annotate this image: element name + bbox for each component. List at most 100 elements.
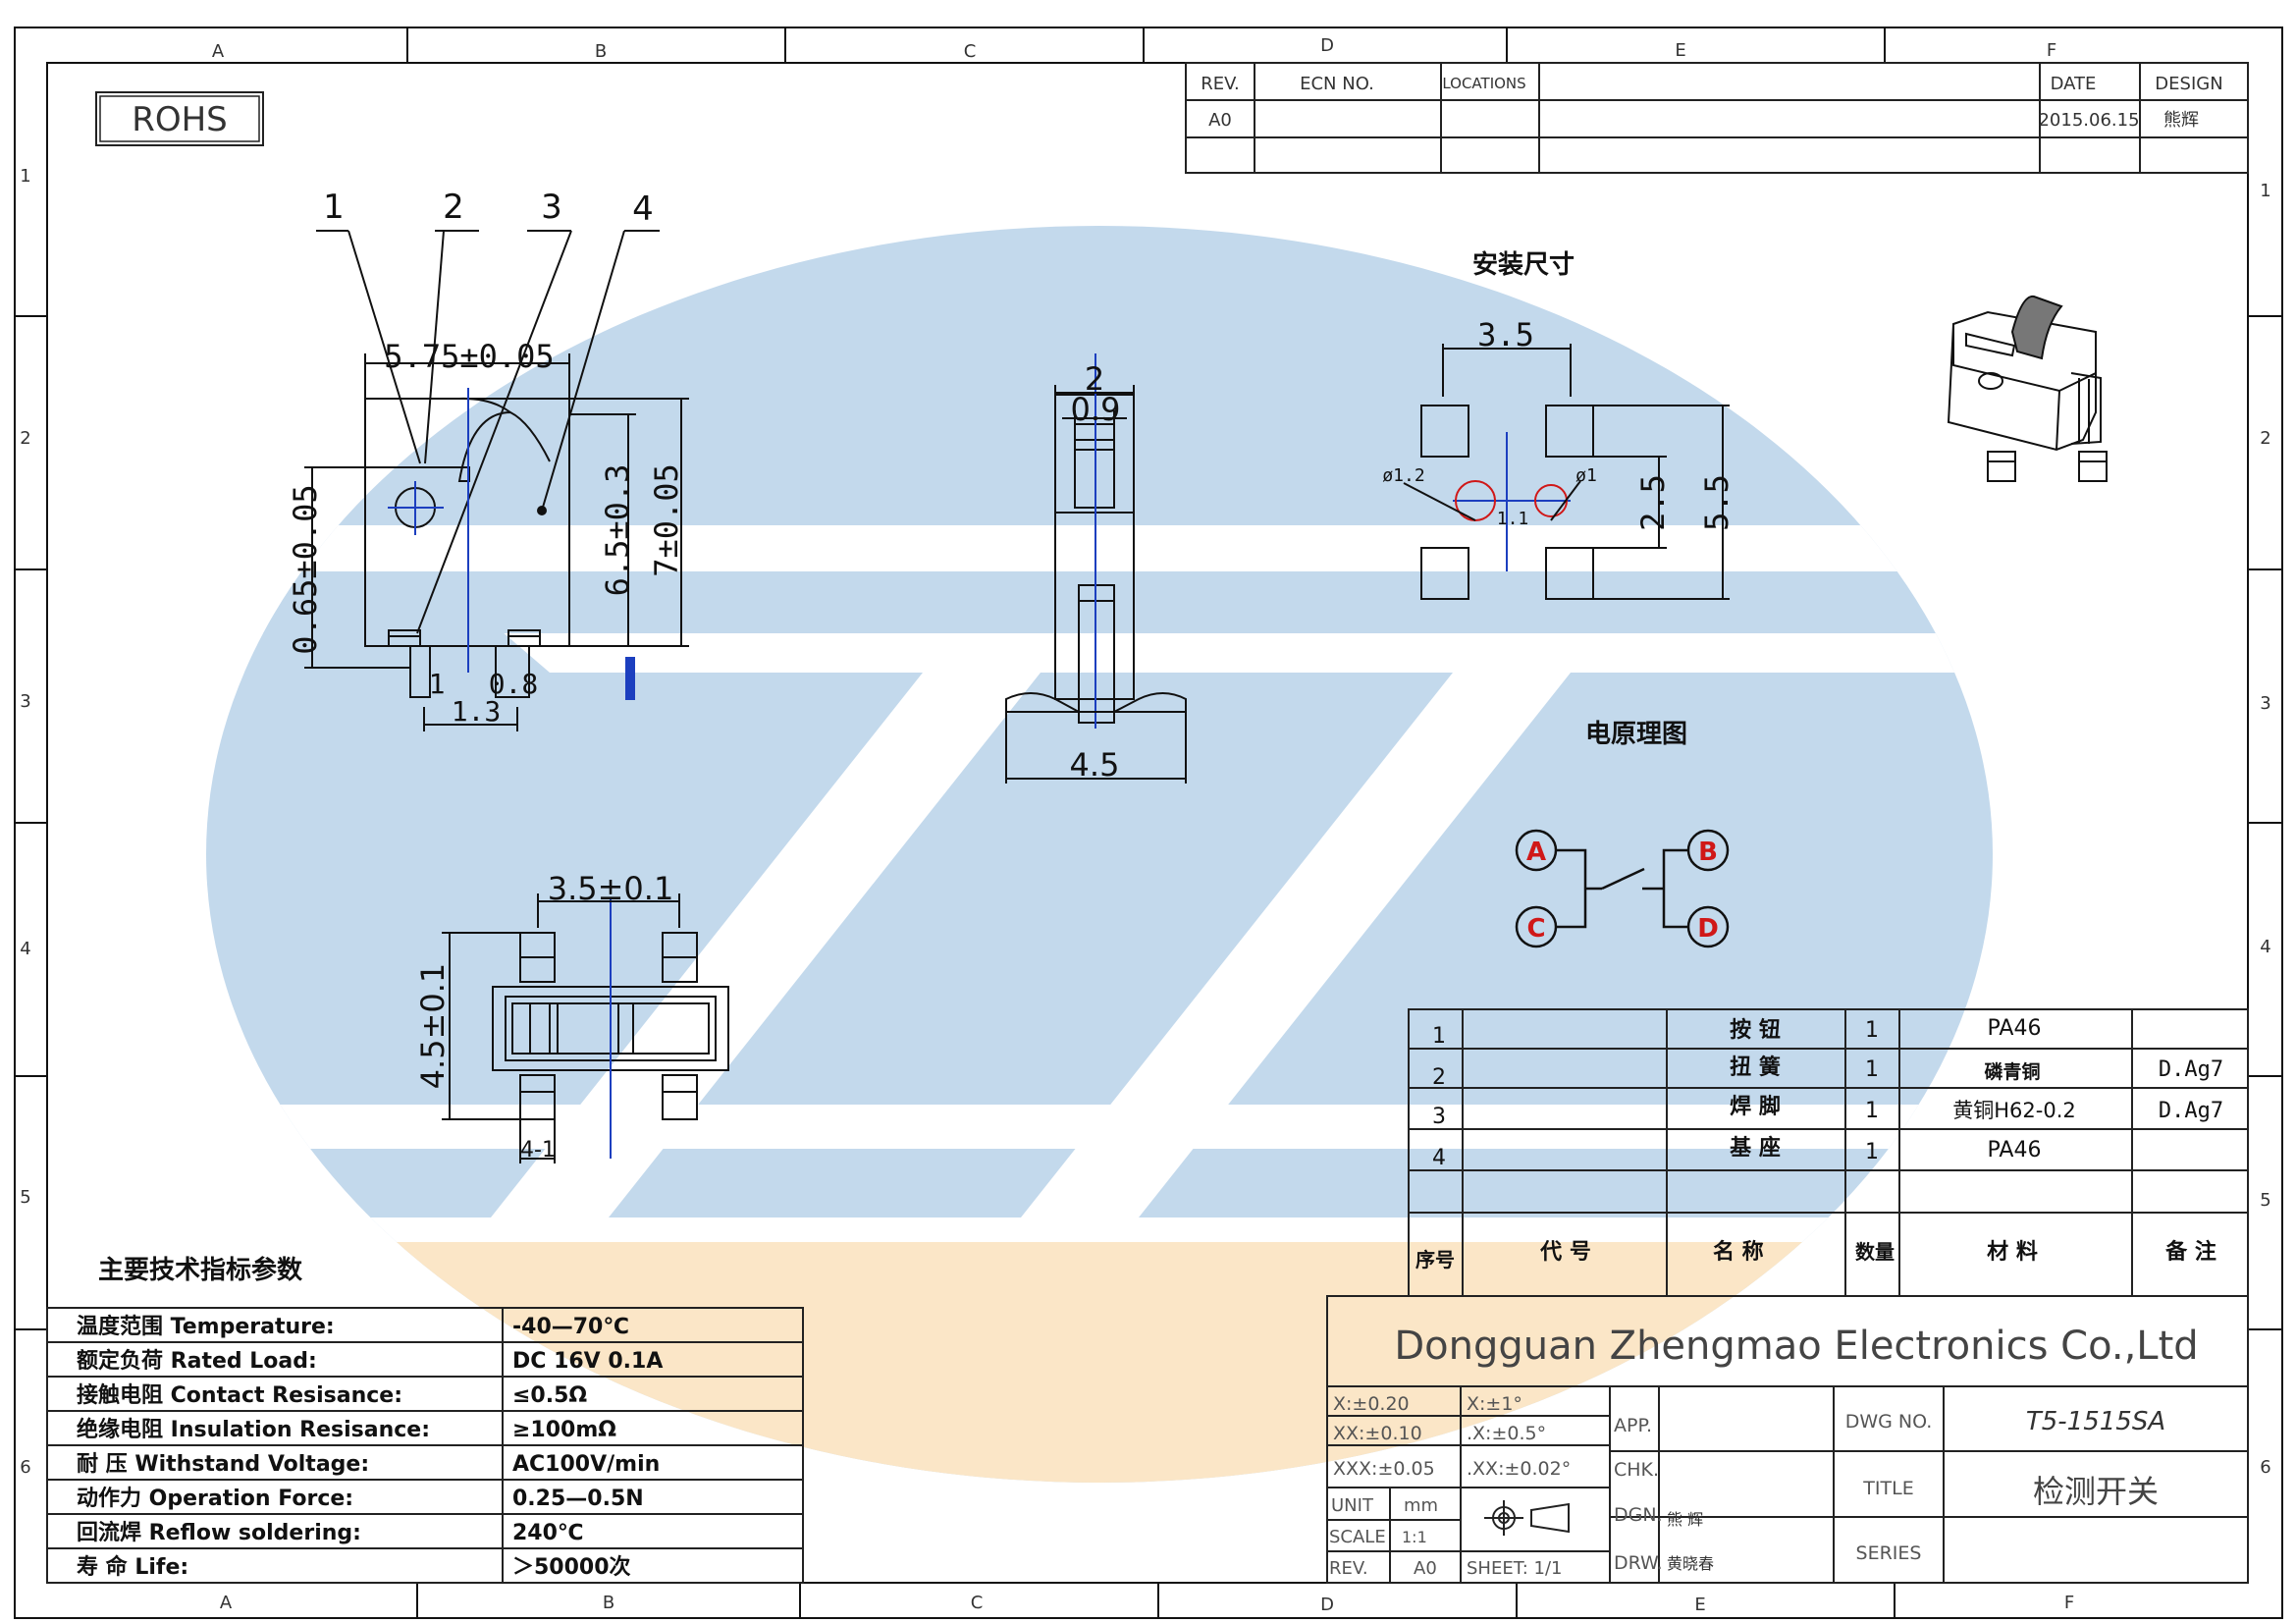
terminal-a: A <box>1526 838 1546 867</box>
spec-value: DC 16V 0.1A <box>512 1349 663 1374</box>
callout-leaders <box>316 230 660 634</box>
unit-label: UNIT <box>1331 1495 1374 1516</box>
callout-3: 3 <box>541 188 562 227</box>
callout-4: 4 <box>632 189 654 229</box>
bom-material: 磷青铜 <box>1984 1060 2040 1083</box>
bom-name: 按 钮 <box>1730 1017 1781 1043</box>
bom-material: 黄铜H62-0.2 <box>1952 1099 2076 1122</box>
callout-2: 2 <box>443 188 464 227</box>
bom-material: PA46 <box>1988 1016 2042 1041</box>
rev-value: A0 <box>1208 110 1232 131</box>
bom-no: 3 <box>1432 1105 1446 1129</box>
zone-col-label: A <box>212 41 225 62</box>
dim-height-left: 0.65±0.05 <box>287 484 324 654</box>
zone-col-label: F <box>2064 1593 2074 1613</box>
scale-label: SCALE <box>1329 1527 1386 1547</box>
iso-sketch <box>1947 295 2108 482</box>
bottom-view <box>442 893 729 1163</box>
drawing-title: 检测开关 <box>2033 1473 2159 1510</box>
spec-value: ＞50000次 <box>512 1554 631 1580</box>
bom-name: 焊 脚 <box>1730 1095 1781 1119</box>
zone-col-label: C <box>971 1593 984 1613</box>
design-header: DESIGN <box>2155 74 2222 94</box>
bom-name: 扭 簧 <box>1730 1055 1781 1080</box>
side-view <box>1005 353 1187 784</box>
bom-header-code: 代 号 <box>1539 1240 1591 1265</box>
title-label: TITLE <box>1862 1478 1913 1499</box>
dim-foot-gap: 0.8 <box>489 668 539 700</box>
tol-angle-1: X:±1° <box>1467 1393 1522 1415</box>
bom-header-name: 名 称 <box>1713 1239 1764 1265</box>
revision-table: REV. ECN NO. LOCATIONS DATE DESIGN A0 20… <box>1185 62 2249 174</box>
locations-header: LOCATIONS <box>1442 75 1525 92</box>
dgn-label: DGN. <box>1614 1504 1663 1526</box>
dim-height: 4.5±0.1 <box>414 963 452 1090</box>
spec-value: ≥100mΩ <box>512 1418 616 1442</box>
spec-value: 240℃ <box>512 1521 584 1545</box>
dim-pin-w: 0.9 <box>1071 391 1121 428</box>
bom-material: PA46 <box>1988 1138 2042 1163</box>
mount-dims: 安装尺寸 3.5 2.5 5.5 ø1.2 ø1 1.1 <box>1382 250 1735 531</box>
tol-xx: XX:±0.10 <box>1333 1423 1422 1444</box>
drw-label: DRW. <box>1614 1552 1663 1574</box>
bom-no: 1 <box>1432 1024 1446 1049</box>
zone-row-label: 1 <box>2260 181 2270 201</box>
bom-qty: 1 <box>1865 1099 1879 1123</box>
dim-base-w: 4.5 <box>1070 746 1120 784</box>
unit-value: mm <box>1404 1495 1438 1516</box>
dim-pitch: 3.5±0.1 <box>548 870 674 907</box>
bom-note: D.Ag7 <box>2159 1057 2223 1082</box>
bom-qty: 1 <box>1865 1018 1879 1043</box>
dim-hole-right: ø1 <box>1575 465 1597 486</box>
dwg-no: T5-1515SA <box>2026 1407 2165 1436</box>
side-view-dims: 2 0.9 4.5 <box>1070 360 1121 784</box>
sheet-count: SHEET: 1/1 <box>1467 1558 1562 1579</box>
spec-label: 额定负荷 Rated Load: <box>77 1348 317 1374</box>
spec-label: 耐 压 Withstand Voltage: <box>77 1452 369 1477</box>
zone-col-label: B <box>603 1593 614 1613</box>
bom-table: 1 按 钮 1 PA46 2 扭 簧 1 磷青铜 D.Ag7 3 焊 脚 1 黄… <box>1408 1008 2249 1297</box>
bom-header-note: 备 注 <box>2164 1239 2216 1265</box>
scale-value: 1:1 <box>1402 1528 1427 1546</box>
dim-height-right: 7±0.05 <box>648 463 685 577</box>
zone-row-label: 1 <box>20 166 30 187</box>
bom-header-no: 序号 <box>1415 1248 1455 1271</box>
dwg-no-label: DWG NO. <box>1845 1411 1933 1433</box>
spec-value: AC100V/min <box>512 1452 660 1477</box>
tol-x: X:±0.20 <box>1333 1393 1410 1415</box>
zone-row-label: 5 <box>20 1187 30 1208</box>
mount-footprint <box>1403 344 1730 600</box>
dim-width: 5.75±0.05 <box>384 338 554 375</box>
zone-row-label: 4 <box>2260 937 2270 957</box>
zone-row-label: 5 <box>2260 1190 2270 1211</box>
schematic: 电原理图 A B C D <box>1515 720 1730 948</box>
tol-angle-3: .XX:±0.02° <box>1467 1458 1571 1480</box>
watermark-logo <box>206 226 1993 1483</box>
date-value: 2015.06.15 <box>2038 110 2139 131</box>
zone-col-label: E <box>1675 40 1685 61</box>
chk-label: CHK. <box>1614 1459 1659 1481</box>
spec-label: 绝缘电阻 Insulation Resisance: <box>77 1417 430 1442</box>
rev-value: A0 <box>1414 1558 1437 1579</box>
design-value: 熊辉 <box>2163 110 2199 131</box>
front-view <box>304 353 689 731</box>
bom-header-qty: 数量 <box>1855 1240 1895 1264</box>
terminal-b: B <box>1698 838 1718 867</box>
callout-1: 1 <box>323 188 345 227</box>
schematic-title: 电原理图 <box>1585 720 1687 749</box>
spec-table: 主要技术指标参数 温度范围 Temperature: -40—70℃ 额定负荷 … <box>46 1255 804 1584</box>
zone-row-label: 2 <box>2260 428 2270 449</box>
title-block: Dongguan Zhengmao Electronics Co.,Ltd X:… <box>1326 1295 2249 1584</box>
zone-row-label: 2 <box>20 428 30 449</box>
dim-top-w: 2 <box>1085 360 1104 398</box>
tol-angle-2: .X:±0.5° <box>1467 1423 1546 1444</box>
company-name: Dongguan Zhengmao Electronics Co.,Ltd <box>1394 1324 2198 1369</box>
series-label: SERIES <box>1856 1542 1922 1564</box>
dim-row-gap: 2.5 <box>1634 474 1672 531</box>
drw-name: 黄晓春 <box>1667 1554 1714 1573</box>
dim-overall: 5.5 <box>1698 474 1735 531</box>
zone-col-label: B <box>595 41 607 62</box>
terminal-d: D <box>1697 914 1719 944</box>
bom-header-material: 材 料 <box>1987 1240 2038 1265</box>
spec-label: 接触电阻 Contact Resisance: <box>77 1382 402 1408</box>
